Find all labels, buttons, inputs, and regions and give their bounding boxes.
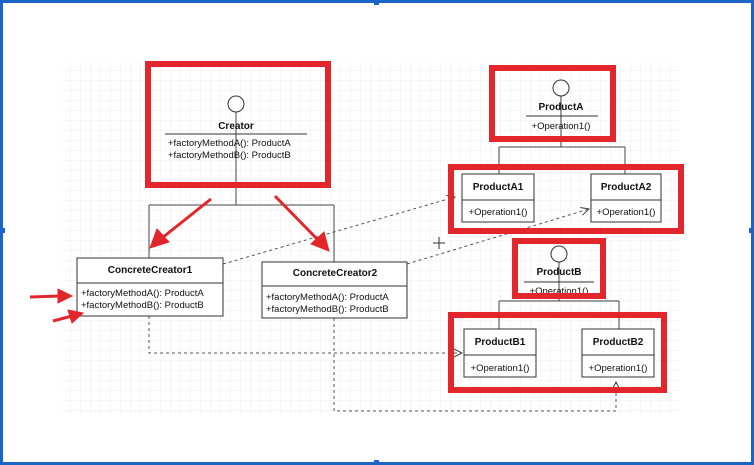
concrete-creator-2-name: ConcreteCreator2 xyxy=(293,268,378,279)
annotation-arrows xyxy=(29,194,330,324)
productb-operation: +Operation1() xyxy=(530,286,589,297)
productb-class[interactable]: ProductB +Operation1() xyxy=(524,267,594,297)
dependency-lines xyxy=(148,197,616,412)
arrow-to-concretecreator1 xyxy=(161,197,212,240)
productb2-operation: +Operation1() xyxy=(589,363,648,374)
creator-class[interactable]: Creator +factoryMethodA(): ProductA +fac… xyxy=(165,121,307,161)
productb-children-highlight-box xyxy=(448,312,667,393)
arrow-to-method-b-head xyxy=(67,309,85,324)
productb2-class[interactable]: ProductB2 +Operation1() xyxy=(581,328,655,378)
creator-class-name: Creator xyxy=(218,121,254,132)
concrete-creator-1-class[interactable]: ConcreteCreator1 +factoryMethodA(): Prod… xyxy=(76,257,224,317)
arrow-to-method-a-head xyxy=(57,288,74,304)
productb-highlight-box xyxy=(512,238,606,299)
producta2-operation: +Operation1() xyxy=(597,207,656,218)
productb2-name: ProductB2 xyxy=(593,337,644,348)
resize-handle-right[interactable] xyxy=(749,228,754,233)
arrow-to-method-a xyxy=(29,294,61,299)
producta2-name: ProductA2 xyxy=(601,182,652,193)
arrow-to-concretecreator2-head xyxy=(310,231,330,252)
producta2-class[interactable]: ProductA2 +Operation1() xyxy=(590,173,662,223)
producta1-operation: +Operation1() xyxy=(469,207,528,218)
producta-class[interactable]: ProductA +Operation1() xyxy=(526,102,598,132)
productb-name: ProductB xyxy=(537,267,582,278)
productb1-name: ProductB1 xyxy=(475,337,526,348)
concrete-creator-2-method-b: +factoryMethodB(): ProductB xyxy=(266,304,389,315)
concrete-creator-1-method-a: +factoryMethodA(): ProductA xyxy=(81,288,204,299)
creator-inheritance-lines xyxy=(148,112,335,262)
resize-handle-left[interactable] xyxy=(0,228,5,233)
creator-highlight-box xyxy=(145,61,331,188)
producta-name: ProductA xyxy=(539,102,584,113)
arrow-to-concretecreator1-head xyxy=(149,228,170,249)
producta1-class[interactable]: ProductA1 +Operation1() xyxy=(461,173,535,223)
producta-interface-circle xyxy=(552,79,570,97)
resize-handle-bottom[interactable] xyxy=(374,460,379,465)
productb-interface-circle xyxy=(550,245,568,263)
concrete-creator-1-method-b: +factoryMethodB(): ProductB xyxy=(81,300,204,311)
productb1-class[interactable]: ProductB1 +Operation1() xyxy=(463,328,537,378)
producta1-name: ProductA1 xyxy=(473,182,524,193)
highlight-boxes xyxy=(145,61,684,393)
creator-interface-circle xyxy=(227,95,245,113)
arrow-to-concretecreator2 xyxy=(273,194,320,242)
concrete-creator-2-method-a: +factoryMethodA(): ProductA xyxy=(266,292,389,303)
creator-method-b: +factoryMethodB(): ProductB xyxy=(168,150,291,161)
creator-method-a: +factoryMethodA(): ProductA xyxy=(168,138,291,149)
resize-handle-top[interactable] xyxy=(374,0,379,5)
concrete-creator-2-class[interactable]: ConcreteCreator2 +factoryMethodA(): Prod… xyxy=(261,261,408,319)
productb1-operation: +Operation1() xyxy=(471,363,530,374)
concrete-creator-1-name: ConcreteCreator1 xyxy=(108,265,193,276)
crosshair-cursor-icon xyxy=(433,237,445,249)
producta-operation: +Operation1() xyxy=(532,121,591,132)
producta-highlight-box xyxy=(489,65,616,142)
arrow-to-method-b xyxy=(52,314,73,323)
producta-children-highlight-box xyxy=(448,164,684,234)
